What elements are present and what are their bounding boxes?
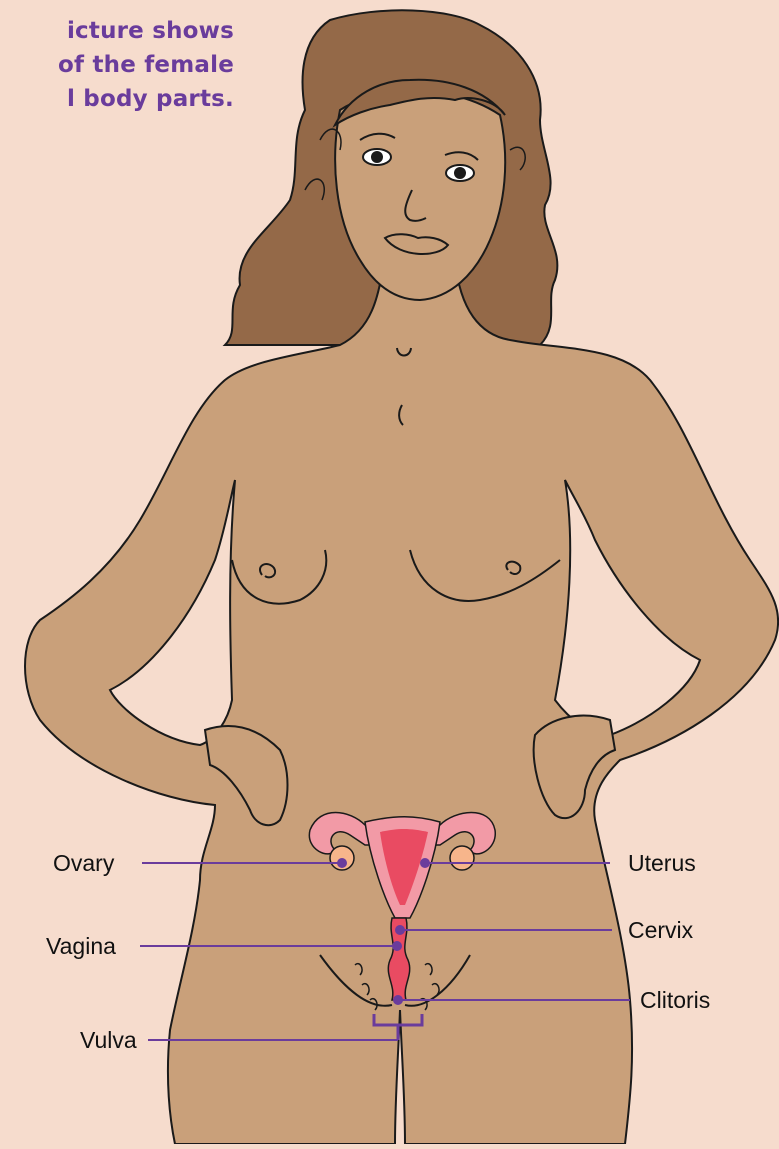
vagina-label: Vagina [46, 933, 116, 960]
left-pupil [371, 151, 383, 163]
ovary-leader-dot [338, 859, 346, 867]
right-ovary [450, 846, 474, 870]
ovary-label: Ovary [53, 850, 114, 877]
clitoris-label: Clitoris [640, 987, 710, 1014]
uterus-label: Uterus [628, 850, 696, 877]
right-pupil [454, 167, 466, 179]
vulva-label: Vulva [80, 1027, 137, 1054]
cervix-leader-dot [396, 926, 404, 934]
uterus-leader-dot [421, 859, 429, 867]
caption-line-2: of the female [0, 48, 234, 82]
cervix-label: Cervix [628, 917, 693, 944]
caption-line-1: icture shows [0, 14, 234, 48]
vagina-leader-dot [393, 942, 401, 950]
caption: icture shows of the female l body parts. [0, 14, 234, 116]
clitoris-leader-dot [394, 996, 402, 1004]
caption-line-3: l body parts. [0, 82, 234, 116]
